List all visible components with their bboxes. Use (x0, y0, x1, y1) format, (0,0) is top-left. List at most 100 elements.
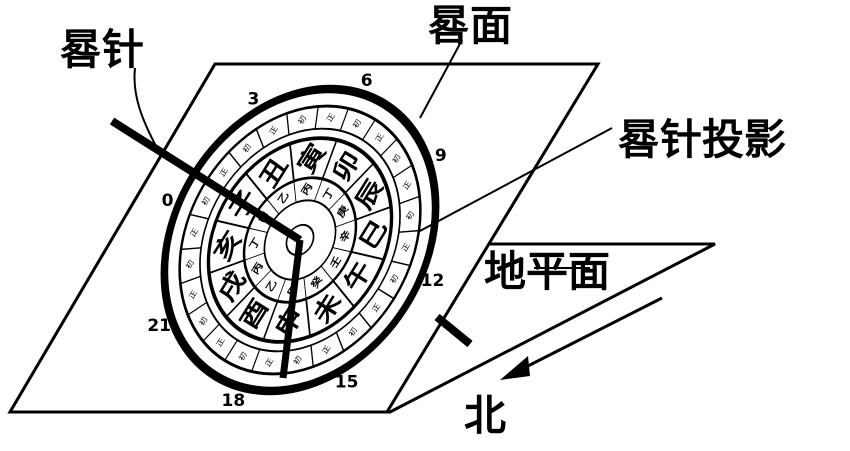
hour-mark-6: 6 (361, 71, 373, 91)
outer-ring-mark: 正 (218, 167, 229, 179)
spoke-outer (339, 108, 349, 131)
hour-mark-0: 0 (162, 191, 174, 211)
spoke-outer (251, 349, 261, 372)
spoke-branch (344, 162, 375, 194)
outer-ring-mark: 初 (390, 152, 402, 164)
spoke-outer (392, 164, 413, 179)
outer-ring-mark: 正 (215, 336, 226, 348)
hour-marks: 0 3 6 9 12 15 18 21 (147, 71, 446, 411)
gnomon-upper (109, 117, 303, 244)
leader-gnomon (133, 67, 159, 151)
outer-ring-mark: 初 (347, 326, 359, 338)
spoke-branch (245, 172, 268, 200)
spoke-inner (332, 247, 352, 253)
outer-ring-mark: 初 (351, 117, 363, 129)
outer-ring-mark: 正 (401, 179, 412, 191)
outer-ring-mark: 初 (296, 114, 308, 126)
spoke-outer (310, 345, 314, 367)
outer-ring-mark: 正 (374, 132, 385, 144)
hour-mark-15: 15 (335, 372, 359, 392)
inner-ring-mark: 丙 (249, 260, 265, 276)
spoke-outer (335, 331, 345, 352)
outer-ring-mark: 正 (400, 242, 411, 254)
spoke-outer (224, 339, 238, 361)
spoke-outer (391, 260, 411, 267)
spoke-branch (321, 139, 338, 180)
label-gnomon-shadow: 晷针投影 (618, 115, 786, 164)
outer-ring-mark: 正 (371, 302, 382, 314)
spoke-inner (248, 227, 268, 233)
outer-ring-mark: 正 (264, 357, 275, 369)
hour-mark-21: 21 (147, 316, 171, 336)
spoke-inner (335, 219, 356, 228)
outer-ring-mark: 初 (388, 273, 400, 285)
spoke-outer (255, 128, 265, 149)
outer-ring-mark: 正 (268, 124, 279, 136)
outer-ring-mark: 正 (189, 227, 200, 239)
spoke-inner (277, 278, 287, 302)
spoke-inner (266, 198, 280, 215)
inner-ring-mark: 乙 (263, 278, 279, 294)
inner-ring-mark: 壬 (328, 254, 344, 270)
spoke-branch (289, 143, 295, 182)
leader-dial-face (419, 39, 463, 119)
inner-ring-mark: 丁 (247, 235, 263, 251)
inner-ring-mark: 辛 (337, 228, 353, 244)
inner-ring-mark: 丙 (299, 181, 315, 197)
spoke-outer (180, 275, 201, 285)
spoke-inner (293, 180, 297, 203)
outer-ring-mark: 初 (197, 315, 209, 327)
spoke-inner (313, 178, 323, 202)
spoke-outer (189, 213, 209, 220)
outer-ring-mark: 正 (325, 112, 336, 124)
spoke-branch (215, 219, 250, 230)
outer-ring-mark: 初 (237, 350, 249, 362)
spoke-branch (208, 259, 245, 275)
inner-ring-mark: 庚 (335, 203, 351, 219)
outer-ring-mark: 初 (184, 258, 196, 270)
spoke-branch (355, 205, 392, 221)
inner-ring-mark: 丁 (321, 186, 337, 202)
label-north: 北 (464, 391, 506, 440)
leader-shadow (417, 127, 613, 233)
outer-ring-mark: 初 (404, 209, 416, 221)
spoke-outer (399, 195, 420, 205)
spoke-outer (314, 106, 319, 129)
spoke-outer (358, 312, 372, 329)
label-dial-face: 晷面 (428, 1, 512, 50)
spoke-outer (202, 323, 220, 342)
outer-ring-mark: 正 (321, 344, 332, 356)
spoke-outer (377, 288, 395, 300)
hour-mark-18: 18 (222, 391, 246, 411)
outer-ring-mark: 初 (241, 142, 253, 154)
spoke-outer (362, 119, 376, 141)
spoke-branch (262, 300, 279, 341)
spoke-outer (180, 247, 202, 251)
spoke-inner (320, 265, 334, 282)
spoke-outer (286, 113, 290, 135)
hour-mark-3: 3 (248, 90, 260, 110)
spoke-branch (305, 298, 311, 337)
spoke-outer (380, 138, 398, 157)
spoke-outer (228, 151, 242, 168)
spoke-inner (244, 252, 265, 261)
hour-mark-9: 9 (435, 146, 447, 166)
outer-ring-mark: 初 (291, 354, 303, 366)
spoke-inner (328, 192, 346, 211)
gnomon-lower (434, 313, 473, 348)
north-arrow-icon (500, 296, 663, 380)
spoke-branch (332, 280, 355, 308)
spoke-inner (303, 277, 307, 300)
dial-spokes (180, 106, 420, 374)
spoke-outer (187, 301, 208, 316)
hour-mark-12: 12 (421, 271, 445, 291)
spoke-inner (254, 269, 272, 288)
inner-ring-mark: 乙 (275, 190, 291, 206)
spoke-branch (225, 286, 256, 318)
gnomon-shadow (279, 239, 304, 379)
outer-ring-mark: 正 (187, 289, 198, 301)
label-horizontal-plane: 地平面 (484, 247, 610, 296)
spoke-branch (350, 250, 385, 261)
spoke-outer (398, 229, 420, 233)
